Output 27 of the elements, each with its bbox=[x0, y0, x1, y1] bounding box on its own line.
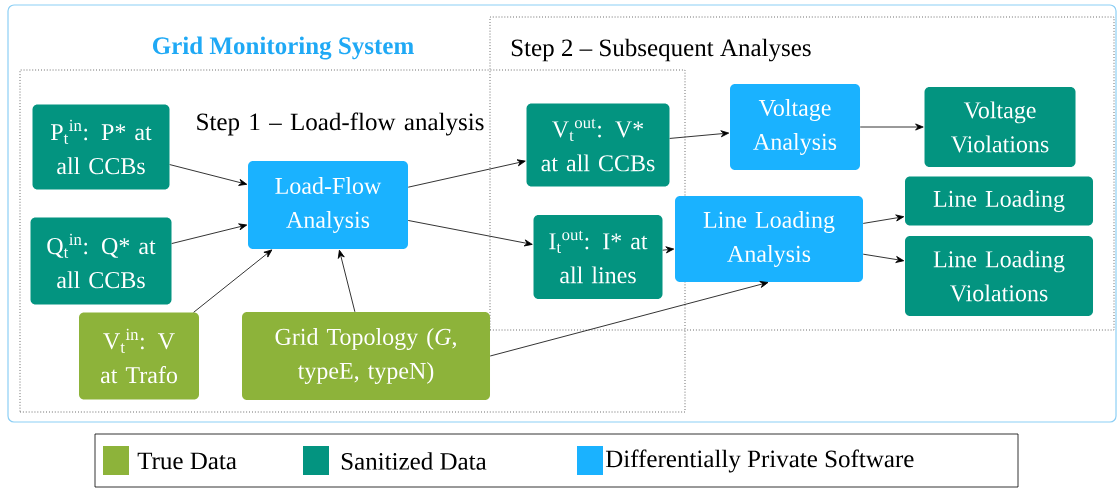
data-box: I$_{t}$$^{out}$: I* at all lines bbox=[533, 215, 663, 299]
process-box: Voltage Analysis bbox=[730, 84, 860, 170]
legend-label: True Data bbox=[137, 452, 237, 470]
process-box: Load-Flow Analysis bbox=[248, 161, 408, 249]
data-box: V$_{t}$$^{out}$: V* at all CCBs bbox=[526, 103, 670, 187]
arrow bbox=[337, 249, 356, 313]
arrow bbox=[862, 253, 905, 263]
legend-label: Sanitized Data bbox=[341, 452, 487, 470]
arrow bbox=[171, 223, 248, 244]
arrow bbox=[862, 214, 905, 224]
arrow bbox=[662, 246, 675, 254]
arrow bbox=[669, 130, 730, 139]
arrow bbox=[489, 281, 769, 357]
arrow bbox=[169, 164, 248, 186]
arrow bbox=[193, 249, 273, 313]
data-box: V$_{t}$$^{in}$: V at Trafo bbox=[79, 312, 199, 400]
data-box: Voltage Violations bbox=[924, 87, 1076, 167]
process-box: Line Loading Analysis bbox=[675, 196, 863, 282]
legend-label: Differentially Private Software bbox=[605, 449, 914, 473]
data-box: P$_{t}$$^{in}$: P* at all CCBs bbox=[32, 104, 170, 190]
arrow bbox=[859, 123, 924, 131]
data-box: Grid Topology (G, typeE, typeN) bbox=[242, 312, 490, 400]
data-box: Q$_{t}$$^{in}$: Q* at all CCBs bbox=[30, 217, 172, 305]
data-box: Line Loading Violations bbox=[905, 236, 1093, 316]
arrow bbox=[407, 159, 526, 188]
arrow bbox=[407, 220, 533, 247]
data-box: Line Loading bbox=[905, 176, 1093, 226]
